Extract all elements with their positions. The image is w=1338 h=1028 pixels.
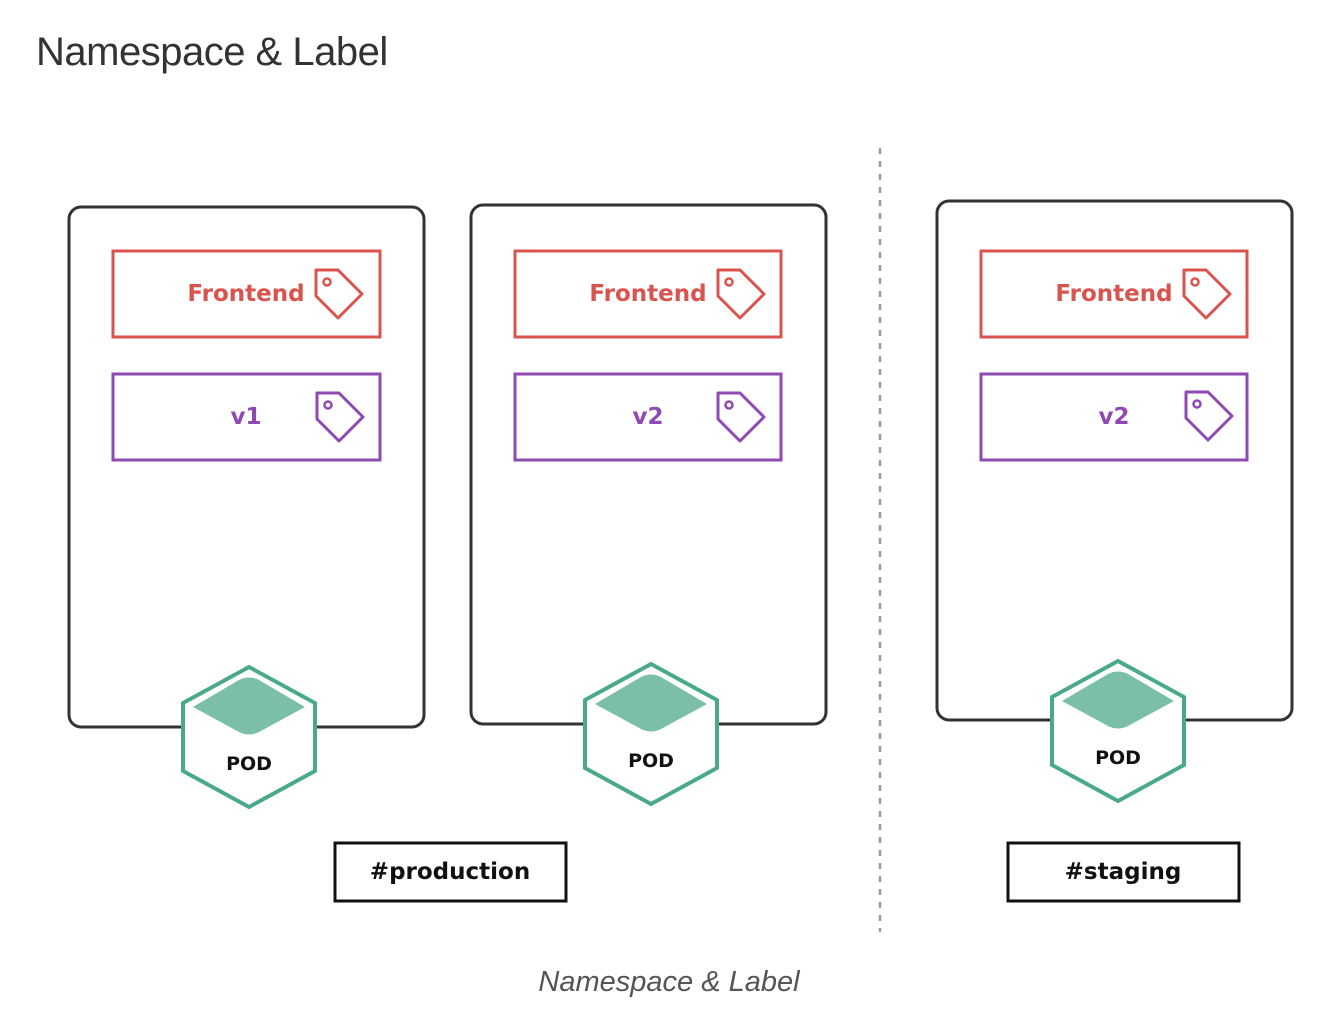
pod-hexagon: POD: [1050, 658, 1186, 804]
pod-text: POD: [226, 753, 272, 775]
frontend-label-text: Frontend: [1055, 281, 1172, 307]
version-label-text: v1: [231, 404, 262, 430]
namespace-staging: #staging: [1006, 841, 1241, 903]
namespace-name: #staging: [1065, 859, 1182, 885]
pod-text: POD: [1095, 747, 1141, 769]
frontend-label-box: [979, 249, 1249, 339]
tag-icon: [1184, 390, 1234, 442]
figure-caption: Namespace & Label: [538, 966, 800, 998]
tag-icon: [716, 268, 766, 320]
tag-icon: [314, 268, 364, 320]
tag-icon: [716, 391, 766, 443]
pod-text: POD: [628, 750, 674, 772]
pod-hexagon: POD: [583, 661, 719, 807]
version-label-box: [513, 372, 783, 462]
version-label-box: [979, 372, 1249, 462]
pod-hexagon: POD: [181, 664, 317, 810]
version-label-text: v2: [1099, 404, 1130, 430]
namespace-production: #production: [333, 841, 568, 903]
frontend-label-box: [111, 249, 382, 339]
version-label-text: v2: [633, 404, 664, 430]
version-label-box: [111, 372, 382, 462]
pod-card-3: Frontend v2 POD: [935, 199, 1294, 804]
namespace-name: #production: [370, 859, 530, 885]
tag-icon: [1182, 268, 1232, 320]
frontend-label-text: Frontend: [589, 281, 706, 307]
tag-icon: [315, 391, 365, 443]
pod-card-2: Frontend v2 POD: [469, 203, 828, 807]
pod-card-1: Frontend v1 POD: [67, 205, 426, 810]
page-title: Namespace & Label: [36, 30, 388, 74]
frontend-label-text: Frontend: [187, 281, 304, 307]
frontend-label-box: [513, 249, 783, 339]
